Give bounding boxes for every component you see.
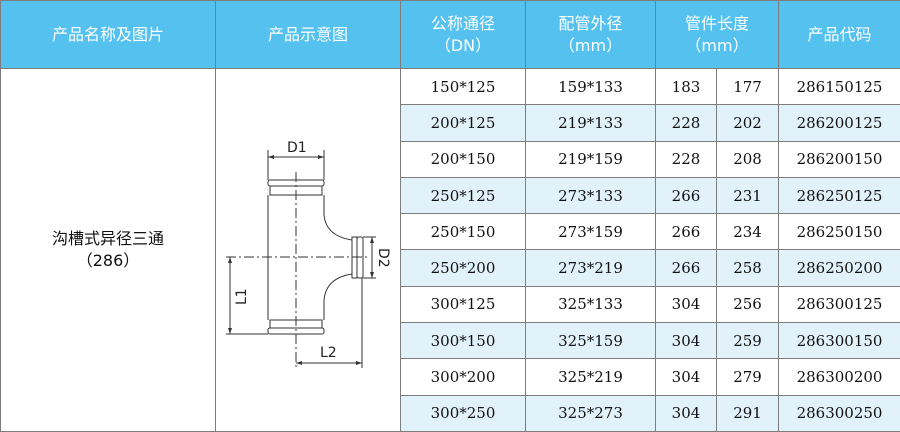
cell-od: 273*219 — [526, 250, 656, 286]
cell-l1: 228 — [656, 105, 717, 141]
header-od-label: 配管外径 — [526, 13, 655, 35]
cell-code: 286250200 — [779, 250, 900, 286]
cell-code: 286300150 — [779, 323, 900, 359]
product-series-code: （286） — [1, 250, 215, 272]
cell-dn: 250*200 — [401, 250, 526, 286]
cell-od: 219*133 — [526, 105, 656, 141]
header-od-unit: （mm） — [526, 35, 655, 57]
cell-dn: 200*125 — [401, 105, 526, 141]
cell-dn: 200*150 — [401, 141, 526, 177]
cell-od: 273*159 — [526, 214, 656, 250]
cell-l1: 304 — [656, 323, 717, 359]
product-name: 沟槽式异径三通 — [1, 228, 215, 250]
header-diagram: 产品示意图 — [216, 1, 401, 69]
header-dn-label: 公称通径 — [401, 13, 525, 35]
cell-code: 286250125 — [779, 177, 900, 213]
cell-dn: 250*150 — [401, 214, 526, 250]
header-length-unit: （mm） — [656, 35, 778, 57]
cell-code: 286150125 — [779, 69, 900, 105]
cell-l2: 234 — [717, 214, 779, 250]
header-code: 产品代码 — [779, 1, 900, 69]
cell-dn: 250*125 — [401, 177, 526, 213]
cell-l2: 279 — [717, 359, 779, 395]
diagram-cell — [216, 69, 401, 432]
header-row: 产品名称及图片 产品示意图 公称通径（DN） 配管外径（mm） 管件长度（mm）… — [1, 1, 900, 69]
header-length-label: 管件长度 — [656, 13, 778, 35]
cell-od: 159*133 — [526, 69, 656, 105]
cell-code: 286300250 — [779, 395, 900, 431]
cell-l2: 177 — [717, 69, 779, 105]
header-name: 产品名称及图片 — [1, 1, 216, 69]
cell-od: 273*133 — [526, 177, 656, 213]
cell-dn: 150*125 — [401, 69, 526, 105]
cell-od: 325*159 — [526, 323, 656, 359]
header-length: 管件长度（mm） — [656, 1, 779, 69]
cell-dn: 300*200 — [401, 359, 526, 395]
cell-code: 286300125 — [779, 286, 900, 322]
cell-l2: 291 — [717, 395, 779, 431]
cell-l1: 304 — [656, 286, 717, 322]
cell-od: 219*159 — [526, 141, 656, 177]
cell-l1: 266 — [656, 177, 717, 213]
cell-l1: 228 — [656, 141, 717, 177]
cell-code: 286200125 — [779, 105, 900, 141]
cell-code: 286300200 — [779, 359, 900, 395]
cell-dn: 300*150 — [401, 323, 526, 359]
cell-l2: 256 — [717, 286, 779, 322]
cell-l1: 304 — [656, 359, 717, 395]
cell-od: 325*219 — [526, 359, 656, 395]
header-od: 配管外径（mm） — [526, 1, 656, 69]
header-dn-unit: （DN） — [401, 35, 525, 57]
cell-code: 286200150 — [779, 141, 900, 177]
cell-l1: 304 — [656, 395, 717, 431]
cell-l1: 266 — [656, 214, 717, 250]
cell-od: 325*273 — [526, 395, 656, 431]
header-dn: 公称通径（DN） — [401, 1, 526, 69]
cell-l2: 231 — [717, 177, 779, 213]
cell-l2: 208 — [717, 141, 779, 177]
product-name-cell: 沟槽式异径三通（286） — [1, 69, 216, 432]
cell-l1: 183 — [656, 69, 717, 105]
cell-od: 325*133 — [526, 286, 656, 322]
cell-l1: 266 — [656, 250, 717, 286]
cell-dn: 300*125 — [401, 286, 526, 322]
cell-dn: 300*250 — [401, 395, 526, 431]
cell-l2: 258 — [717, 250, 779, 286]
cell-code: 286250150 — [779, 214, 900, 250]
cell-l2: 202 — [717, 105, 779, 141]
cell-l2: 259 — [717, 323, 779, 359]
